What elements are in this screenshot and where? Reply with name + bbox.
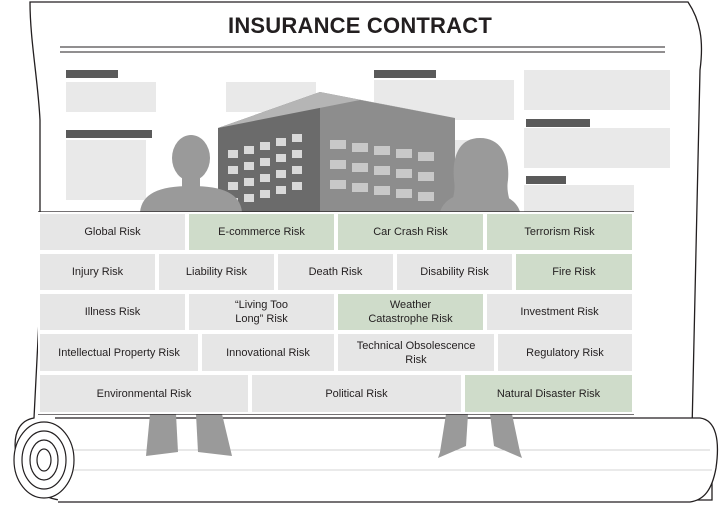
risk-piece-innovational: Innovational Risk — [200, 332, 336, 373]
heading-bars — [66, 70, 590, 184]
risk-piece-living-too-long: “Living Too Long” Risk — [187, 292, 336, 332]
risk-puzzle-grid: Global Risk E-commerce Risk Car Crash Ri… — [38, 212, 634, 414]
risk-piece-illness: Illness Risk — [38, 292, 187, 332]
risk-piece-regulatory: Regulatory Risk — [496, 332, 634, 373]
risk-piece-weather-catastrophe: Weather Catastrophe Risk — [336, 292, 485, 332]
risk-piece-liability: Liability Risk — [157, 252, 276, 292]
woman-silhouette — [438, 138, 522, 458]
risk-piece-global: Global Risk — [38, 212, 187, 252]
risk-piece-ecommerce: E-commerce Risk — [187, 212, 336, 252]
risk-piece-intellectual-property: Intellectual Property Risk — [38, 332, 200, 373]
page-title: INSURANCE CONTRACT — [228, 13, 492, 38]
risk-piece-political: Political Risk — [250, 373, 463, 414]
risk-piece-natural-disaster: Natural Disaster Risk — [463, 373, 634, 414]
risk-piece-terrorism: Terrorism Risk — [485, 212, 634, 252]
risk-piece-environmental: Environmental Risk — [38, 373, 250, 414]
risk-piece-injury: Injury Risk — [38, 252, 157, 292]
risk-piece-fire: Fire Risk — [514, 252, 634, 292]
scroll-roll-end — [13, 421, 75, 499]
risk-piece-disability: Disability Risk — [395, 252, 514, 292]
office-building — [218, 92, 455, 214]
risk-piece-investment: Investment Risk — [485, 292, 634, 332]
risk-piece-technical-obsolescence: Technical Obsolescence Risk — [336, 332, 496, 373]
risk-piece-car-crash: Car Crash Risk — [336, 212, 485, 252]
man-silhouette — [140, 135, 242, 456]
risk-piece-death: Death Risk — [276, 252, 395, 292]
